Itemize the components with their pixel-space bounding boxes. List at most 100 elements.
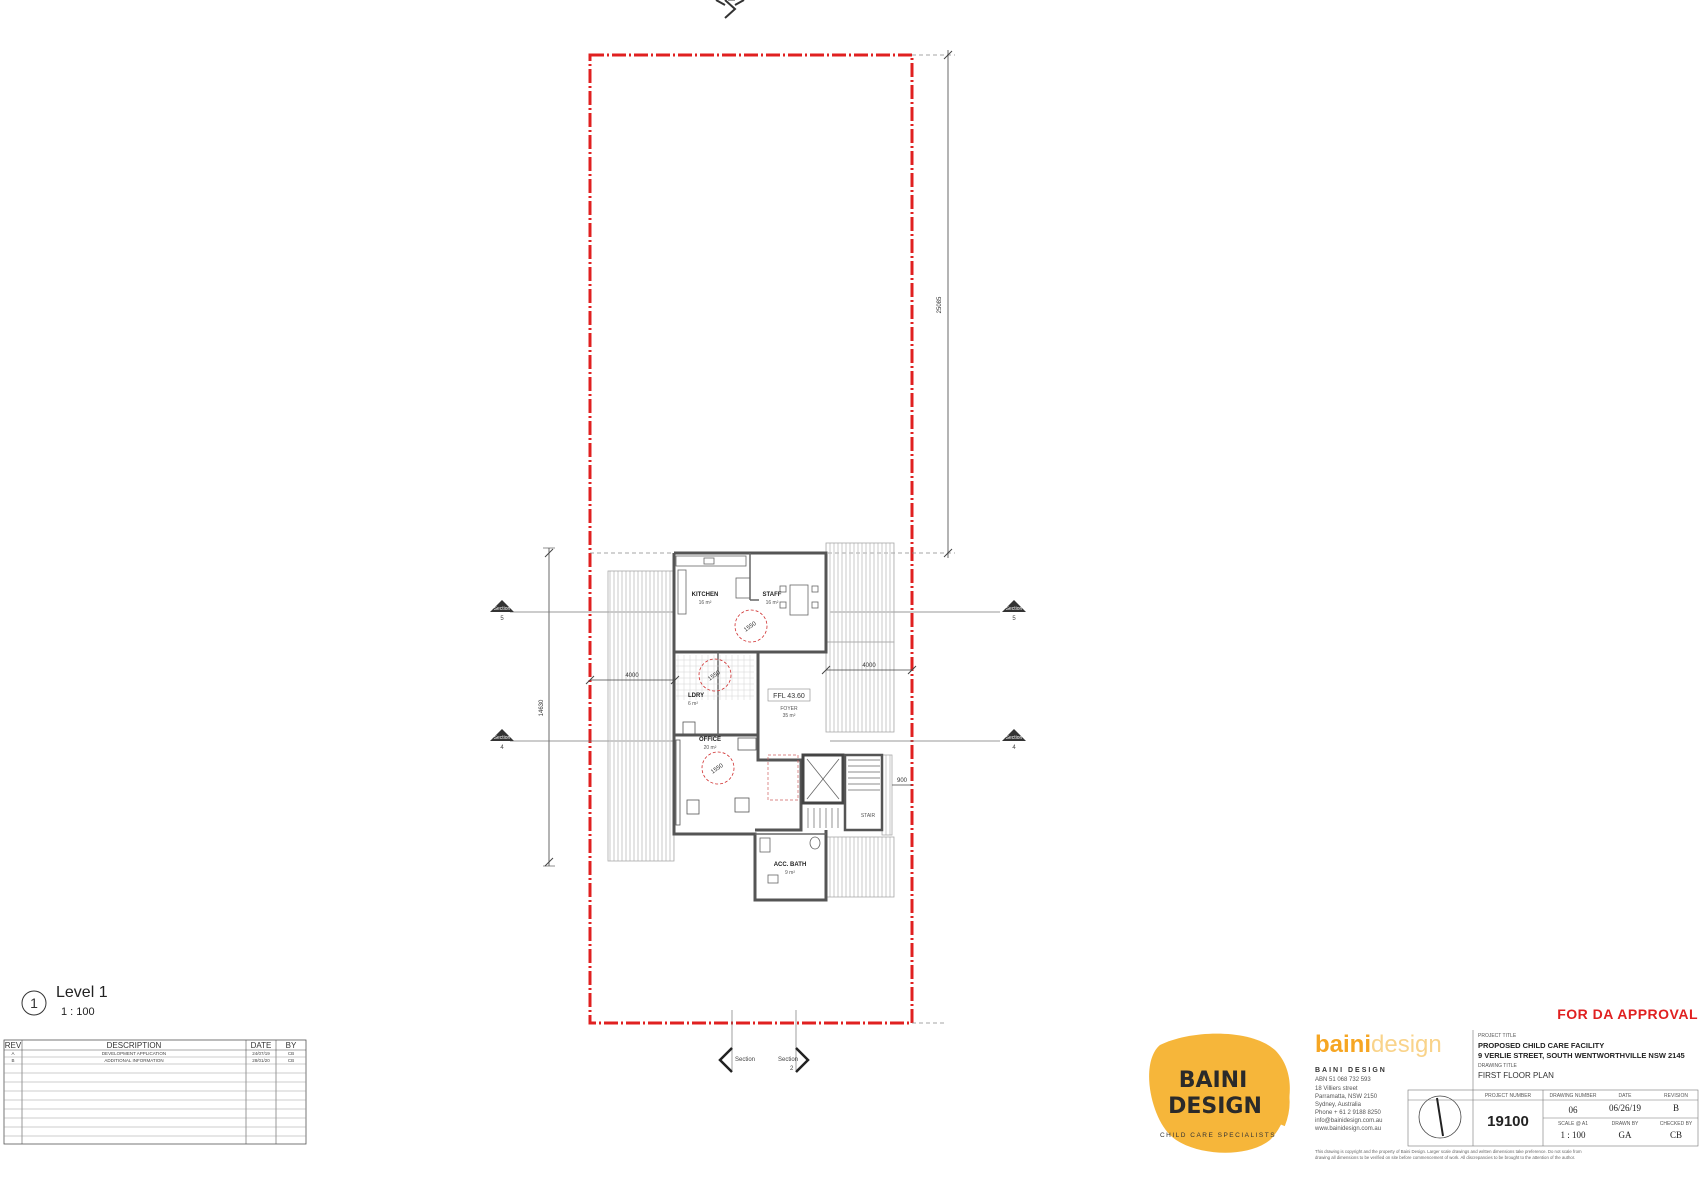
view-scale: 1 : 100 xyxy=(61,1006,95,1018)
lift xyxy=(801,753,845,805)
rev-header-rev: REV xyxy=(5,1041,22,1050)
company-details: bainidesign BAINI DESIGN ABN 51 068 732 … xyxy=(1314,1031,1442,1132)
company-phone: Phone + 61 2 9188 8250 xyxy=(1315,1110,1382,1116)
checked-by-label: CHECKED BY xyxy=(1660,1121,1693,1127)
drawn-by-value: GA xyxy=(1619,1130,1632,1140)
company-name: BAINI DESIGN xyxy=(1315,1067,1387,1074)
approval-stamp: FOR DA APPROVAL xyxy=(1557,1006,1698,1022)
rev-row-2-date: 28/01/20 xyxy=(252,1058,270,1063)
svg-text:Section: Section xyxy=(778,1057,798,1063)
scale-value: 1 : 100 xyxy=(1560,1130,1586,1140)
setback-lines xyxy=(590,54,955,1024)
room-acc-bath-area: 9 m² xyxy=(785,870,795,876)
drawn-by-label: DRAWN BY xyxy=(1612,1121,1639,1127)
dimension-site-length: 25085 xyxy=(937,50,953,558)
dimension-setback-right: 4000 xyxy=(821,663,917,675)
logo-line-1: BAINI xyxy=(1179,1068,1248,1093)
rev-row-1-by: CB xyxy=(288,1051,294,1056)
section-marker-mid-left: Section 4 xyxy=(490,729,514,751)
drawing-title: FIRST FLOOR PLAN xyxy=(1478,1071,1554,1080)
dimension-setback-right-label: 4000 xyxy=(862,663,876,669)
company-address-1: 18 Villiers street xyxy=(1315,1086,1358,1092)
section-marker-bottom-left: Section xyxy=(718,1010,755,1073)
dimension-building-depth: 14630 xyxy=(539,547,555,867)
room-foyer: FOYER xyxy=(780,706,798,712)
rev-header-description: DESCRIPTION xyxy=(107,1041,162,1050)
room-office-area: 20 m² xyxy=(704,745,717,751)
section-marker-bottom-right: Section 2 xyxy=(778,1010,810,1073)
date-value: 06/26/19 xyxy=(1609,1103,1642,1113)
drawing-number-label: DRAWING NUMBER xyxy=(1549,1093,1596,1099)
dimension-site-length-label: 25085 xyxy=(937,296,943,313)
svg-text:4: 4 xyxy=(1012,745,1016,751)
dimension-side-900: 900 xyxy=(892,778,912,786)
turning-circles xyxy=(698,609,768,785)
site-boundary xyxy=(588,53,914,1025)
section-marker-top-right: Section 5 xyxy=(1002,600,1026,622)
svg-text:Section: Section xyxy=(1006,735,1023,741)
baini-logo: BAINI DESIGN CHILD CARE SPECIALISTS xyxy=(1149,1033,1290,1153)
revision-value: B xyxy=(1673,1103,1679,1113)
dimension-setback-left-label: 4000 xyxy=(625,673,639,679)
company-abn: ABN 51 068 732 593 xyxy=(1315,1077,1371,1083)
svg-text:Section: Section xyxy=(735,1057,755,1063)
company-address-2: Parramatta, NSW 2150 xyxy=(1315,1094,1378,1100)
building-walls xyxy=(672,551,828,902)
bath-fixtures xyxy=(759,836,821,884)
room-staff: STAFF xyxy=(763,592,782,598)
rev-header-by: BY xyxy=(286,1041,297,1050)
view-title: 1 Level 1 1 : 100 xyxy=(21,984,108,1018)
turning-circle-label-1: 1550 xyxy=(743,621,758,634)
project-title: PROPOSED CHILD CARE FACILITY xyxy=(1478,1041,1604,1050)
section-lines xyxy=(510,611,1000,742)
rev-row-2-desc: ADDITIONAL INFORMATION xyxy=(104,1058,163,1063)
section-marker-mid-right: Section 4 xyxy=(1002,729,1026,751)
deck-areas xyxy=(607,542,895,898)
dimension-building-depth-label: 14630 xyxy=(539,699,545,716)
scale-label: SCALE @ A1 xyxy=(1558,1121,1588,1127)
north-arrow-icon xyxy=(1418,1095,1462,1139)
disclaimer-line-2: drawing all dimensions to be verified on… xyxy=(1315,1155,1575,1160)
dimension-side-900-label: 900 xyxy=(897,778,908,784)
laundry-tiles xyxy=(676,655,754,700)
date-label: DATE xyxy=(1619,1093,1633,1099)
project-number-label: PROJECT NUMBER xyxy=(1485,1093,1532,1099)
room-stair: STAIR xyxy=(861,813,876,819)
ffl-tag-box xyxy=(767,688,811,702)
svg-text:Section: Section xyxy=(1006,606,1023,612)
svg-text:Section: Section xyxy=(494,735,511,741)
dimension-setback-left: 4000 xyxy=(585,673,680,685)
svg-text:2: 2 xyxy=(790,1066,794,1072)
room-kitchen: KITCHEN xyxy=(692,592,719,598)
top-section-marks xyxy=(715,0,745,19)
ffl-tag: FFL 43.60 xyxy=(773,693,805,700)
revision-table: REV DESCRIPTION DATE BY A DEVELOPMENT AP… xyxy=(3,1039,307,1145)
staff-table xyxy=(779,584,819,616)
section-marker-top-left: Section 5 xyxy=(490,600,514,622)
checked-by-value: CB xyxy=(1670,1130,1682,1140)
foyer-zone xyxy=(767,754,799,801)
logo-tagline: CHILD CARE SPECIALISTS xyxy=(1160,1132,1276,1139)
room-staff-area: 16 m² xyxy=(766,600,779,606)
title-block: PROJECT TITLE PROPOSED CHILD CARE FACILI… xyxy=(1315,1030,1699,1160)
stair xyxy=(807,753,884,832)
turning-circle-label-3: 1550 xyxy=(710,763,725,776)
view-marker-number: 1 xyxy=(30,995,38,1011)
svg-text:5: 5 xyxy=(1012,616,1016,622)
rev-header-date: DATE xyxy=(251,1041,272,1050)
revision-label: REVISION xyxy=(1664,1093,1688,1099)
office-furniture xyxy=(675,721,757,826)
svg-text:Section: Section xyxy=(494,606,511,612)
room-foyer-area: 35 m² xyxy=(783,713,796,719)
rev-row-1-rev: A xyxy=(11,1051,14,1056)
view-title-text: Level 1 xyxy=(56,984,108,1001)
svg-text:4: 4 xyxy=(500,745,504,751)
rev-row-2-by: CB xyxy=(288,1058,294,1063)
rev-row-1-desc: DEVELOPMENT APPLICATION xyxy=(102,1051,166,1056)
room-office: OFFICE xyxy=(699,737,721,743)
drawing-title-label: DRAWING TITLE xyxy=(1478,1063,1518,1069)
drawing-number: 06 xyxy=(1569,1105,1579,1115)
room-laundry-area: 6 m² xyxy=(688,701,698,707)
room-kitchen-area: 16 m² xyxy=(699,600,712,606)
